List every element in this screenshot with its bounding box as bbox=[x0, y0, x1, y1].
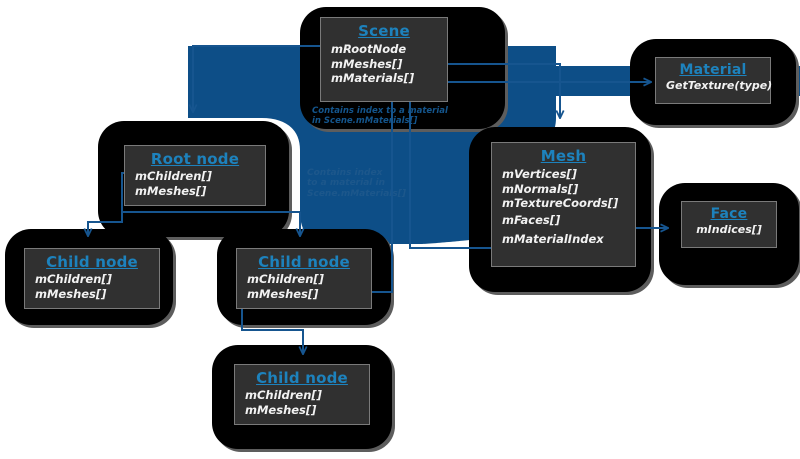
node-root-node[interactable]: Root node mChildren[] mMeshes[] bbox=[124, 145, 266, 206]
node-material-field-0: GetTexture(type) bbox=[666, 79, 773, 92]
node-child-node-bottom-field-0: mChildren[] bbox=[245, 388, 322, 402]
wire-scene-rootnode bbox=[193, 45, 338, 112]
node-child-node-left-field-0: mChildren[] bbox=[35, 272, 112, 286]
node-mesh-field-4: mMaterialIndex bbox=[502, 231, 604, 246]
scene-material-caption: Contains index to a material in Scene.mM… bbox=[312, 106, 448, 126]
node-face-field-0: mIndices[] bbox=[696, 223, 762, 236]
node-mesh-field-0: mVertices[] bbox=[502, 167, 577, 181]
node-root-node-title: Root node bbox=[150, 150, 240, 168]
node-material[interactable]: Material GetTexture(type) bbox=[655, 57, 773, 104]
node-mesh[interactable]: Mesh mVertices[] mNormals[] mTextureCoor… bbox=[491, 142, 636, 267]
node-mesh-field-3: mFaces[] bbox=[502, 213, 561, 228]
node-child-node-middle-field-1: mMeshes[] bbox=[247, 286, 319, 301]
node-child-node-middle-title: Child node bbox=[258, 253, 350, 271]
node-root-node-field-1: mMeshes[] bbox=[135, 183, 207, 198]
node-child-node-bottom-title: Child node bbox=[256, 369, 348, 387]
node-face[interactable]: Face mIndices[] bbox=[681, 201, 777, 248]
node-child-node-middle-field-0: mChildren[] bbox=[247, 272, 324, 286]
node-child-node-bottom[interactable]: Child node mChildren[] mMeshes[] bbox=[234, 364, 370, 425]
node-root-node-field-0: mChildren[] bbox=[135, 169, 212, 183]
node-mesh-field-2: mTextureCoords[] bbox=[502, 196, 619, 211]
node-mesh-field-1: mNormals[] bbox=[502, 181, 579, 196]
node-face-title: Face bbox=[710, 206, 748, 222]
node-child-node-left-field-1: mMeshes[] bbox=[35, 286, 107, 301]
node-child-node-left-title: Child node bbox=[46, 253, 138, 271]
node-material-title: Material bbox=[679, 62, 747, 78]
ghost-caption-text: Contains index to a material in Scene.mM… bbox=[307, 168, 406, 199]
node-mesh-title: Mesh bbox=[540, 147, 587, 165]
wire-rootnode-child-left bbox=[88, 212, 123, 236]
node-child-node-middle[interactable]: Child node mChildren[] mMeshes[] bbox=[236, 248, 372, 309]
node-child-node-left[interactable]: Child node mChildren[] mMeshes[] bbox=[24, 248, 160, 309]
node-scene-title: Scene bbox=[358, 22, 410, 40]
node-child-node-bottom-field-1: mMeshes[] bbox=[245, 402, 317, 417]
node-scene-field-2: mMaterials[] bbox=[331, 71, 415, 86]
node-scene-field-0: mRootNode bbox=[331, 42, 407, 56]
node-scene-field-1: mMeshes[] bbox=[331, 56, 403, 71]
node-scene[interactable]: Scene mRootNode mMeshes[] mMaterials[] bbox=[320, 17, 448, 102]
